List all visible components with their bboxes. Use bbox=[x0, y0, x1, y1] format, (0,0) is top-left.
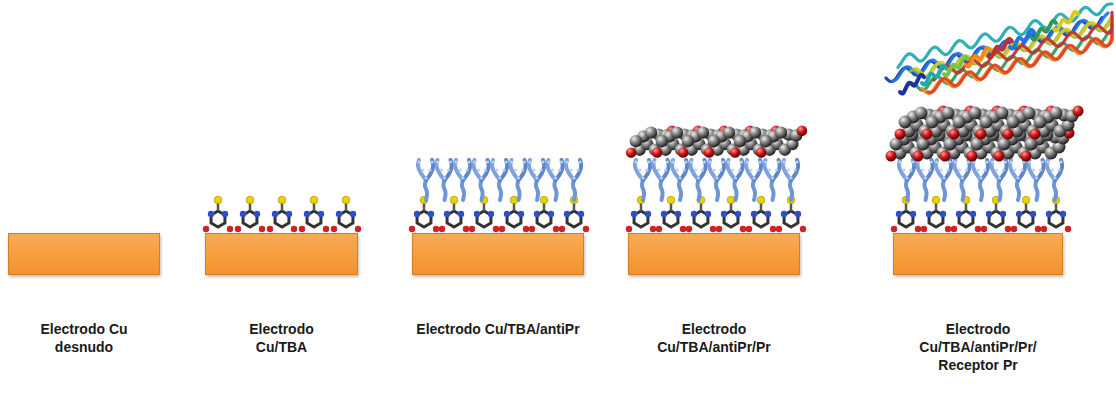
progesterone-molecule bbox=[626, 126, 677, 158]
electrode-label: Electrodo Cu/TBA/antiPr bbox=[413, 320, 583, 338]
antibody bbox=[491, 160, 507, 200]
receptor-protein bbox=[886, 4, 1112, 94]
copper-electrode bbox=[628, 233, 800, 275]
tba-molecule bbox=[981, 196, 1011, 232]
tba-molecule bbox=[951, 196, 981, 232]
antibody bbox=[898, 160, 914, 200]
antibody bbox=[454, 160, 470, 200]
label-holder: Electrodo Cu/TBA/antiPr/Pr/ Receptor Pr bbox=[891, 320, 1066, 374]
antibody bbox=[991, 160, 1007, 200]
antibody bbox=[917, 160, 933, 200]
tba-molecule bbox=[299, 196, 329, 232]
progesterone-molecule bbox=[949, 106, 1003, 140]
copper-electrode bbox=[205, 233, 358, 275]
antibody bbox=[510, 160, 526, 200]
label-holder: Electrodo Cu/TBA/antiPr/Pr bbox=[629, 320, 799, 356]
tba-molecule bbox=[499, 196, 529, 232]
electrode-label: Electrodo Cu/TBA bbox=[240, 320, 324, 356]
label-holder: Electrodo Cu/TBA/antiPr bbox=[413, 320, 583, 338]
progesterone-molecule bbox=[678, 126, 729, 158]
antibody bbox=[727, 160, 743, 200]
progesterone-molecule bbox=[730, 126, 781, 158]
tba-molecule bbox=[203, 196, 233, 232]
antibody bbox=[972, 160, 988, 200]
tba-molecule bbox=[469, 196, 499, 232]
progesterone-molecule bbox=[756, 126, 807, 158]
antibody bbox=[653, 160, 669, 200]
copper-electrode bbox=[893, 233, 1063, 275]
copper-electrode bbox=[412, 233, 584, 275]
progesterone-molecule bbox=[1003, 106, 1057, 140]
antibody bbox=[634, 160, 650, 200]
antibody bbox=[1028, 160, 1044, 200]
tba-molecule bbox=[626, 196, 656, 232]
progesterone-molecule bbox=[922, 106, 976, 140]
antibody bbox=[690, 160, 706, 200]
progesterone-molecule bbox=[1030, 106, 1084, 140]
electrode: Electrodo Cu/TBA bbox=[205, 233, 358, 275]
antibody bbox=[764, 160, 780, 200]
antibody bbox=[708, 160, 724, 200]
tba-molecule bbox=[716, 196, 746, 232]
electrode-label: Electrodo Cu/TBA/antiPr/Pr bbox=[629, 320, 799, 356]
tba-molecule bbox=[686, 196, 716, 232]
progesterone-molecule bbox=[704, 126, 755, 158]
tba-molecule bbox=[267, 196, 297, 232]
electrode: Electrodo Cu/TBA/antiPr bbox=[412, 233, 584, 275]
antibody bbox=[1046, 160, 1062, 200]
antibody bbox=[436, 160, 452, 200]
tba-molecule bbox=[235, 196, 265, 232]
label-holder: Electrodo Cu/TBA bbox=[240, 320, 324, 356]
antibody bbox=[565, 160, 581, 200]
antibody bbox=[935, 160, 951, 200]
antibody bbox=[782, 160, 798, 200]
antibody bbox=[417, 160, 433, 200]
progesterone-molecule bbox=[895, 106, 949, 140]
antibody bbox=[473, 160, 489, 200]
antibody bbox=[547, 160, 563, 200]
antibody bbox=[954, 160, 970, 200]
progesterone-molecule bbox=[976, 106, 1030, 140]
label-holder: Electrodo Cu desnudo bbox=[29, 320, 139, 356]
tba-molecule bbox=[409, 196, 439, 232]
copper-electrode bbox=[8, 233, 160, 275]
progesterone-molecule bbox=[652, 126, 703, 158]
electrode: Electrodo Cu desnudo bbox=[8, 233, 160, 275]
antibody bbox=[1009, 160, 1025, 200]
antibody bbox=[671, 160, 687, 200]
electrode-label: Electrodo Cu/TBA/antiPr/Pr/ Receptor Pr bbox=[891, 320, 1066, 374]
electrode-label: Electrodo Cu desnudo bbox=[29, 320, 139, 356]
antibody bbox=[745, 160, 761, 200]
electrode: Electrodo Cu/TBA/antiPr/Pr/ Receptor Pr bbox=[893, 233, 1063, 275]
surface-layers bbox=[203, 4, 1112, 232]
electrode: Electrodo Cu/TBA/antiPr/Pr bbox=[628, 233, 800, 275]
antibody bbox=[528, 160, 544, 200]
tba-molecule bbox=[331, 196, 361, 232]
